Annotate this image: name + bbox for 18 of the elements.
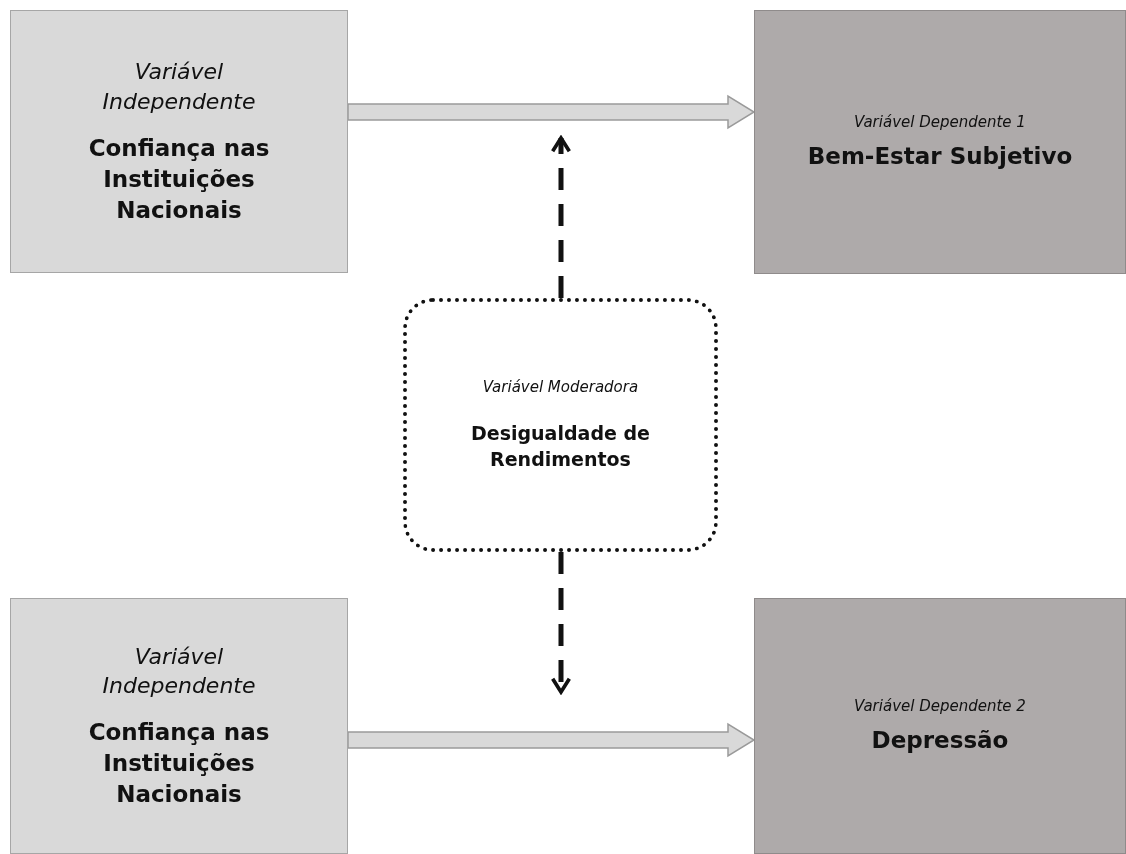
variable-box bbox=[754, 10, 1126, 274]
variable-name: Bem-Estar Subjetivo bbox=[807, 141, 1073, 171]
variable-type-label: Variável Independente bbox=[101, 642, 257, 701]
variable-name: Desigualdade de Rendimentos bbox=[470, 421, 651, 473]
dashed-arrow bbox=[550, 136, 572, 298]
variable-type-label: Variável Moderadora bbox=[482, 377, 639, 398]
block-arrow bbox=[347, 94, 756, 130]
variable-name: Confiança nas Instituições Nacionais bbox=[87, 718, 271, 810]
variable-type-label: Variável Dependente 1 bbox=[854, 112, 1026, 133]
variable-type-label: Variável Independente bbox=[101, 58, 257, 116]
variable-name: Confiança nas Instituições Nacionais bbox=[87, 133, 271, 225]
dashed-arrow bbox=[550, 552, 572, 694]
variable-box bbox=[10, 10, 348, 273]
block-arrow bbox=[347, 722, 756, 758]
variable-box bbox=[10, 598, 348, 854]
variable-box bbox=[754, 598, 1126, 854]
variable-name: Depressão bbox=[871, 725, 1009, 755]
variable-type-label: Variável Dependente 2 bbox=[854, 696, 1026, 717]
